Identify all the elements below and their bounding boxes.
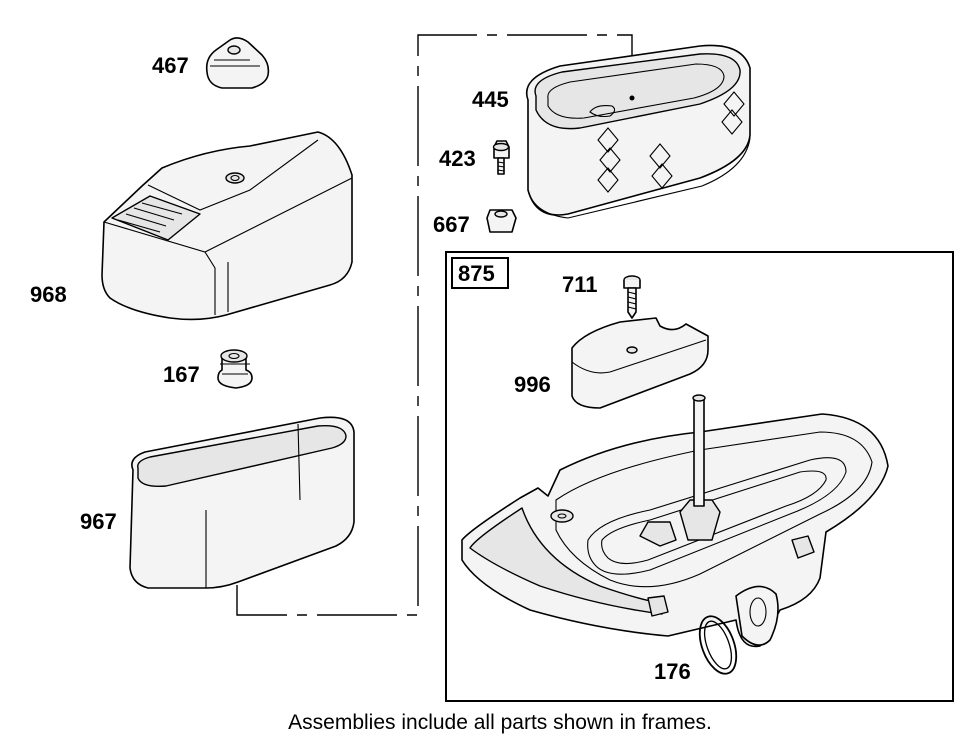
part-445-filter bbox=[525, 44, 751, 219]
label-445: 445 bbox=[472, 87, 509, 112]
label-967: 967 bbox=[80, 509, 117, 534]
assembly-number-box bbox=[451, 257, 509, 289]
label-968: 968 bbox=[30, 282, 67, 307]
part-711-bolt bbox=[623, 275, 641, 319]
part-968-cover bbox=[101, 131, 353, 321]
label-996: 996 bbox=[514, 372, 551, 397]
label-875: 875 bbox=[458, 261, 495, 286]
label-176: 176 bbox=[654, 659, 691, 684]
label-167: 167 bbox=[163, 362, 200, 387]
label-667: 667 bbox=[433, 212, 470, 237]
part-467-knob bbox=[205, 37, 270, 89]
assembly-875-frame bbox=[445, 251, 954, 702]
connector-line bbox=[236, 34, 633, 616]
part-996-plate bbox=[571, 317, 709, 409]
part-167-grommet bbox=[217, 349, 253, 389]
label-467: 467 bbox=[152, 53, 189, 78]
caption: Assemblies include all parts shown in fr… bbox=[288, 711, 712, 734]
label-711: 711 bbox=[562, 272, 598, 297]
part-967-sleeve bbox=[129, 416, 355, 589]
label-423: 423 bbox=[439, 146, 476, 171]
part-667-nut bbox=[486, 209, 517, 233]
part-176-o-ring bbox=[698, 615, 738, 675]
part-423-screw bbox=[492, 140, 510, 175]
air-cleaner-base bbox=[461, 394, 889, 648]
